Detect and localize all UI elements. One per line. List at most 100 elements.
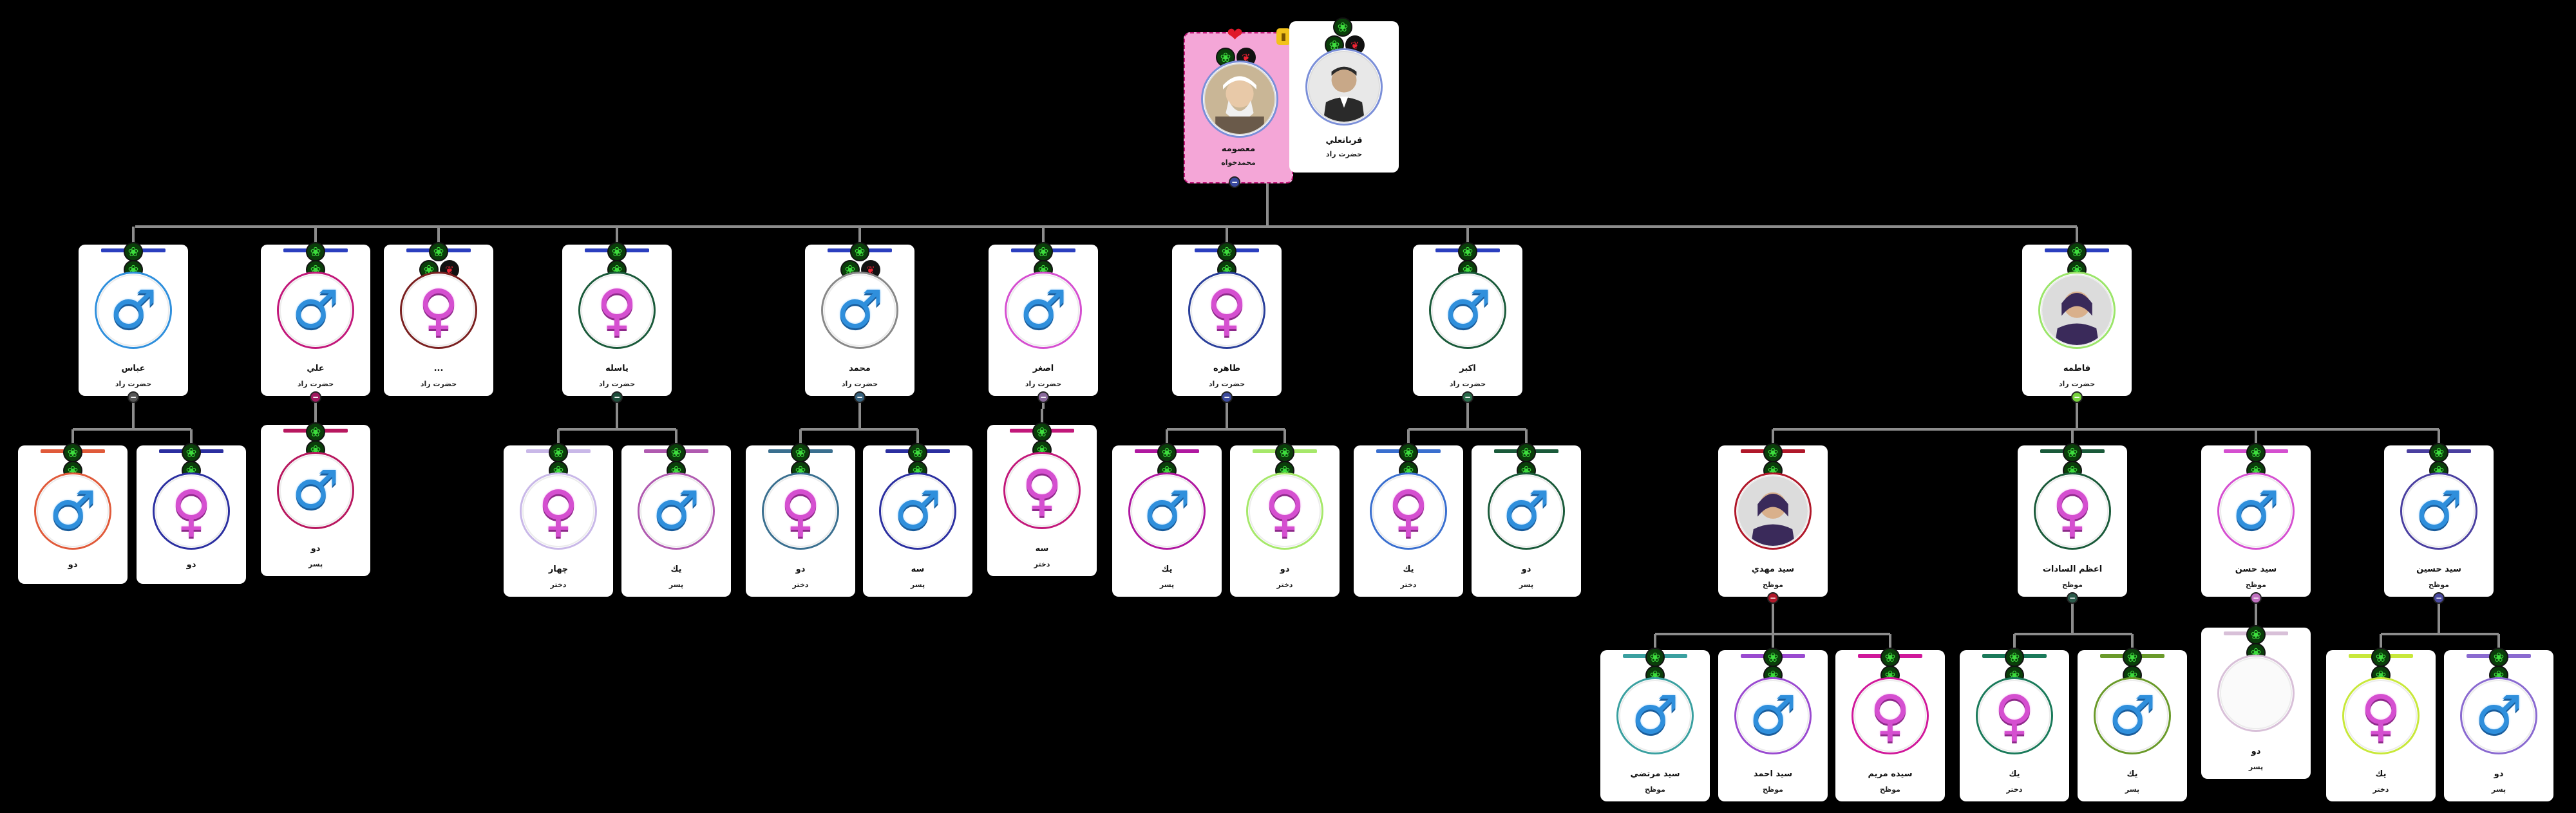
tree-badge-icon[interactable]: ❀: [2063, 443, 2082, 462]
collapse-toggle-icon[interactable]: −: [1462, 391, 1473, 403]
tree-badge-icon[interactable]: ❀: [2246, 443, 2266, 462]
collapse-toggle-icon[interactable]: −: [1221, 391, 1233, 403]
tree-badge-icon[interactable]: ❀: [63, 443, 82, 462]
collapse-toggle-icon[interactable]: −: [2433, 592, 2445, 604]
tree-badge-icon[interactable]: ❀: [124, 242, 143, 261]
father-card[interactable]: ❀ ❀ ❦ قربانعلي حضرت راد: [1289, 17, 1399, 173]
collapse-toggle-icon[interactable]: −: [2071, 391, 2083, 403]
person-name: دو: [2251, 747, 2261, 756]
collapse-toggle-icon[interactable]: −: [310, 391, 321, 403]
female-symbol-icon: ♀: [1264, 479, 1305, 543]
tree-badge-icon[interactable]: ❀: [908, 443, 927, 462]
tree-badge-icon[interactable]: ❀: [182, 443, 201, 462]
tree-badge-icon[interactable]: ❀: [1275, 443, 1294, 462]
male-symbol-icon: ♂: [1019, 279, 1067, 341]
avatar: [2038, 272, 2116, 349]
collapse-toggle-icon[interactable]: −: [2067, 592, 2078, 604]
tree-badge-icon[interactable]: ❀: [1217, 242, 1236, 261]
person-name: فاطمه: [2063, 364, 2091, 373]
tree-badge-icon[interactable]: ❀: [1032, 422, 1052, 442]
tree-badge-icon[interactable]: ❀: [850, 242, 869, 261]
person-relation: حضرت راد: [115, 380, 152, 388]
avatar: ♀: [400, 272, 477, 349]
tree-badge-icon[interactable]: ❀: [2005, 648, 2024, 667]
person-name: يك: [2009, 769, 2020, 779]
grandchild-card[interactable]: ❀❀♂دو: [18, 443, 128, 584]
mother-card[interactable]: ❤ ▮ ❀ ❦ معصومه محمدخواه: [1184, 26, 1293, 183]
avatar: ♂: [1128, 472, 1206, 550]
grandchild-card[interactable]: ❀❀♀دو: [137, 443, 246, 584]
tree-badge-icon[interactable]: ❀: [1458, 242, 1477, 261]
tree-badge-icon[interactable]: ❀: [1517, 443, 1536, 462]
avatar: ♂: [2400, 472, 2477, 550]
tree-badge-icon[interactable]: ❀: [1763, 648, 1783, 667]
tree-badge-icon[interactable]: ❀: [2429, 443, 2448, 462]
collapse-toggle-icon[interactable]: −: [1229, 176, 1240, 188]
tree-badge-icon[interactable]: ❀: [306, 422, 325, 442]
tree-badge-icon[interactable]: ❀: [667, 443, 686, 462]
tree-badge-icon[interactable]: ❀: [2489, 648, 2508, 667]
tree-badge-icon[interactable]: ❀: [1157, 443, 1177, 462]
tree-badge-icon[interactable]: ❀: [429, 242, 448, 261]
collapse-toggle-icon[interactable]: −: [1037, 391, 1049, 403]
tree-badge-icon[interactable]: ❀: [1333, 17, 1352, 37]
tree-badge-icon[interactable]: ❀: [607, 242, 627, 261]
tree-badge-icon[interactable]: ❀: [1645, 648, 1665, 667]
collapse-toggle-icon[interactable]: −: [128, 391, 139, 403]
avatar: ♀: [1188, 272, 1265, 349]
collapse-toggle-icon[interactable]: −: [611, 391, 623, 403]
tree-badge-icon[interactable]: ❀: [791, 443, 810, 462]
person-name: عباس: [121, 364, 146, 373]
tree-badge-icon[interactable]: ❀: [306, 242, 325, 261]
tree-badge-icon[interactable]: ❀: [1034, 242, 1053, 261]
female-symbol-icon: ♀: [171, 479, 212, 543]
tree-badge-icon[interactable]: ❀: [2371, 648, 2391, 667]
collapse-toggle-icon[interactable]: −: [2250, 592, 2262, 604]
collapse-toggle-icon[interactable]: −: [854, 391, 866, 403]
tree-badge-icon[interactable]: ❀: [1763, 443, 1783, 462]
tree-badge-icon[interactable]: ❀: [2067, 242, 2087, 261]
child-card[interactable]: ❀❀❦♀...حضرت راد: [384, 242, 493, 396]
person-name: محمد: [849, 364, 871, 373]
tree-badge-icon[interactable]: ❀: [549, 443, 568, 462]
collapse-toggle-icon[interactable]: −: [1767, 592, 1779, 604]
tree-badge-icon[interactable]: ❀: [1880, 648, 1900, 667]
tree-badge-icon[interactable]: ❀: [1399, 443, 1418, 462]
tree-badge-icon[interactable]: ❀: [2123, 648, 2142, 667]
avatar: ♂: [1488, 472, 1565, 550]
lock-icon[interactable]: ▮: [1276, 28, 1291, 45]
tree-badge-icon[interactable]: ❀: [2246, 625, 2266, 644]
female-symbol-icon: ♀: [780, 479, 821, 543]
